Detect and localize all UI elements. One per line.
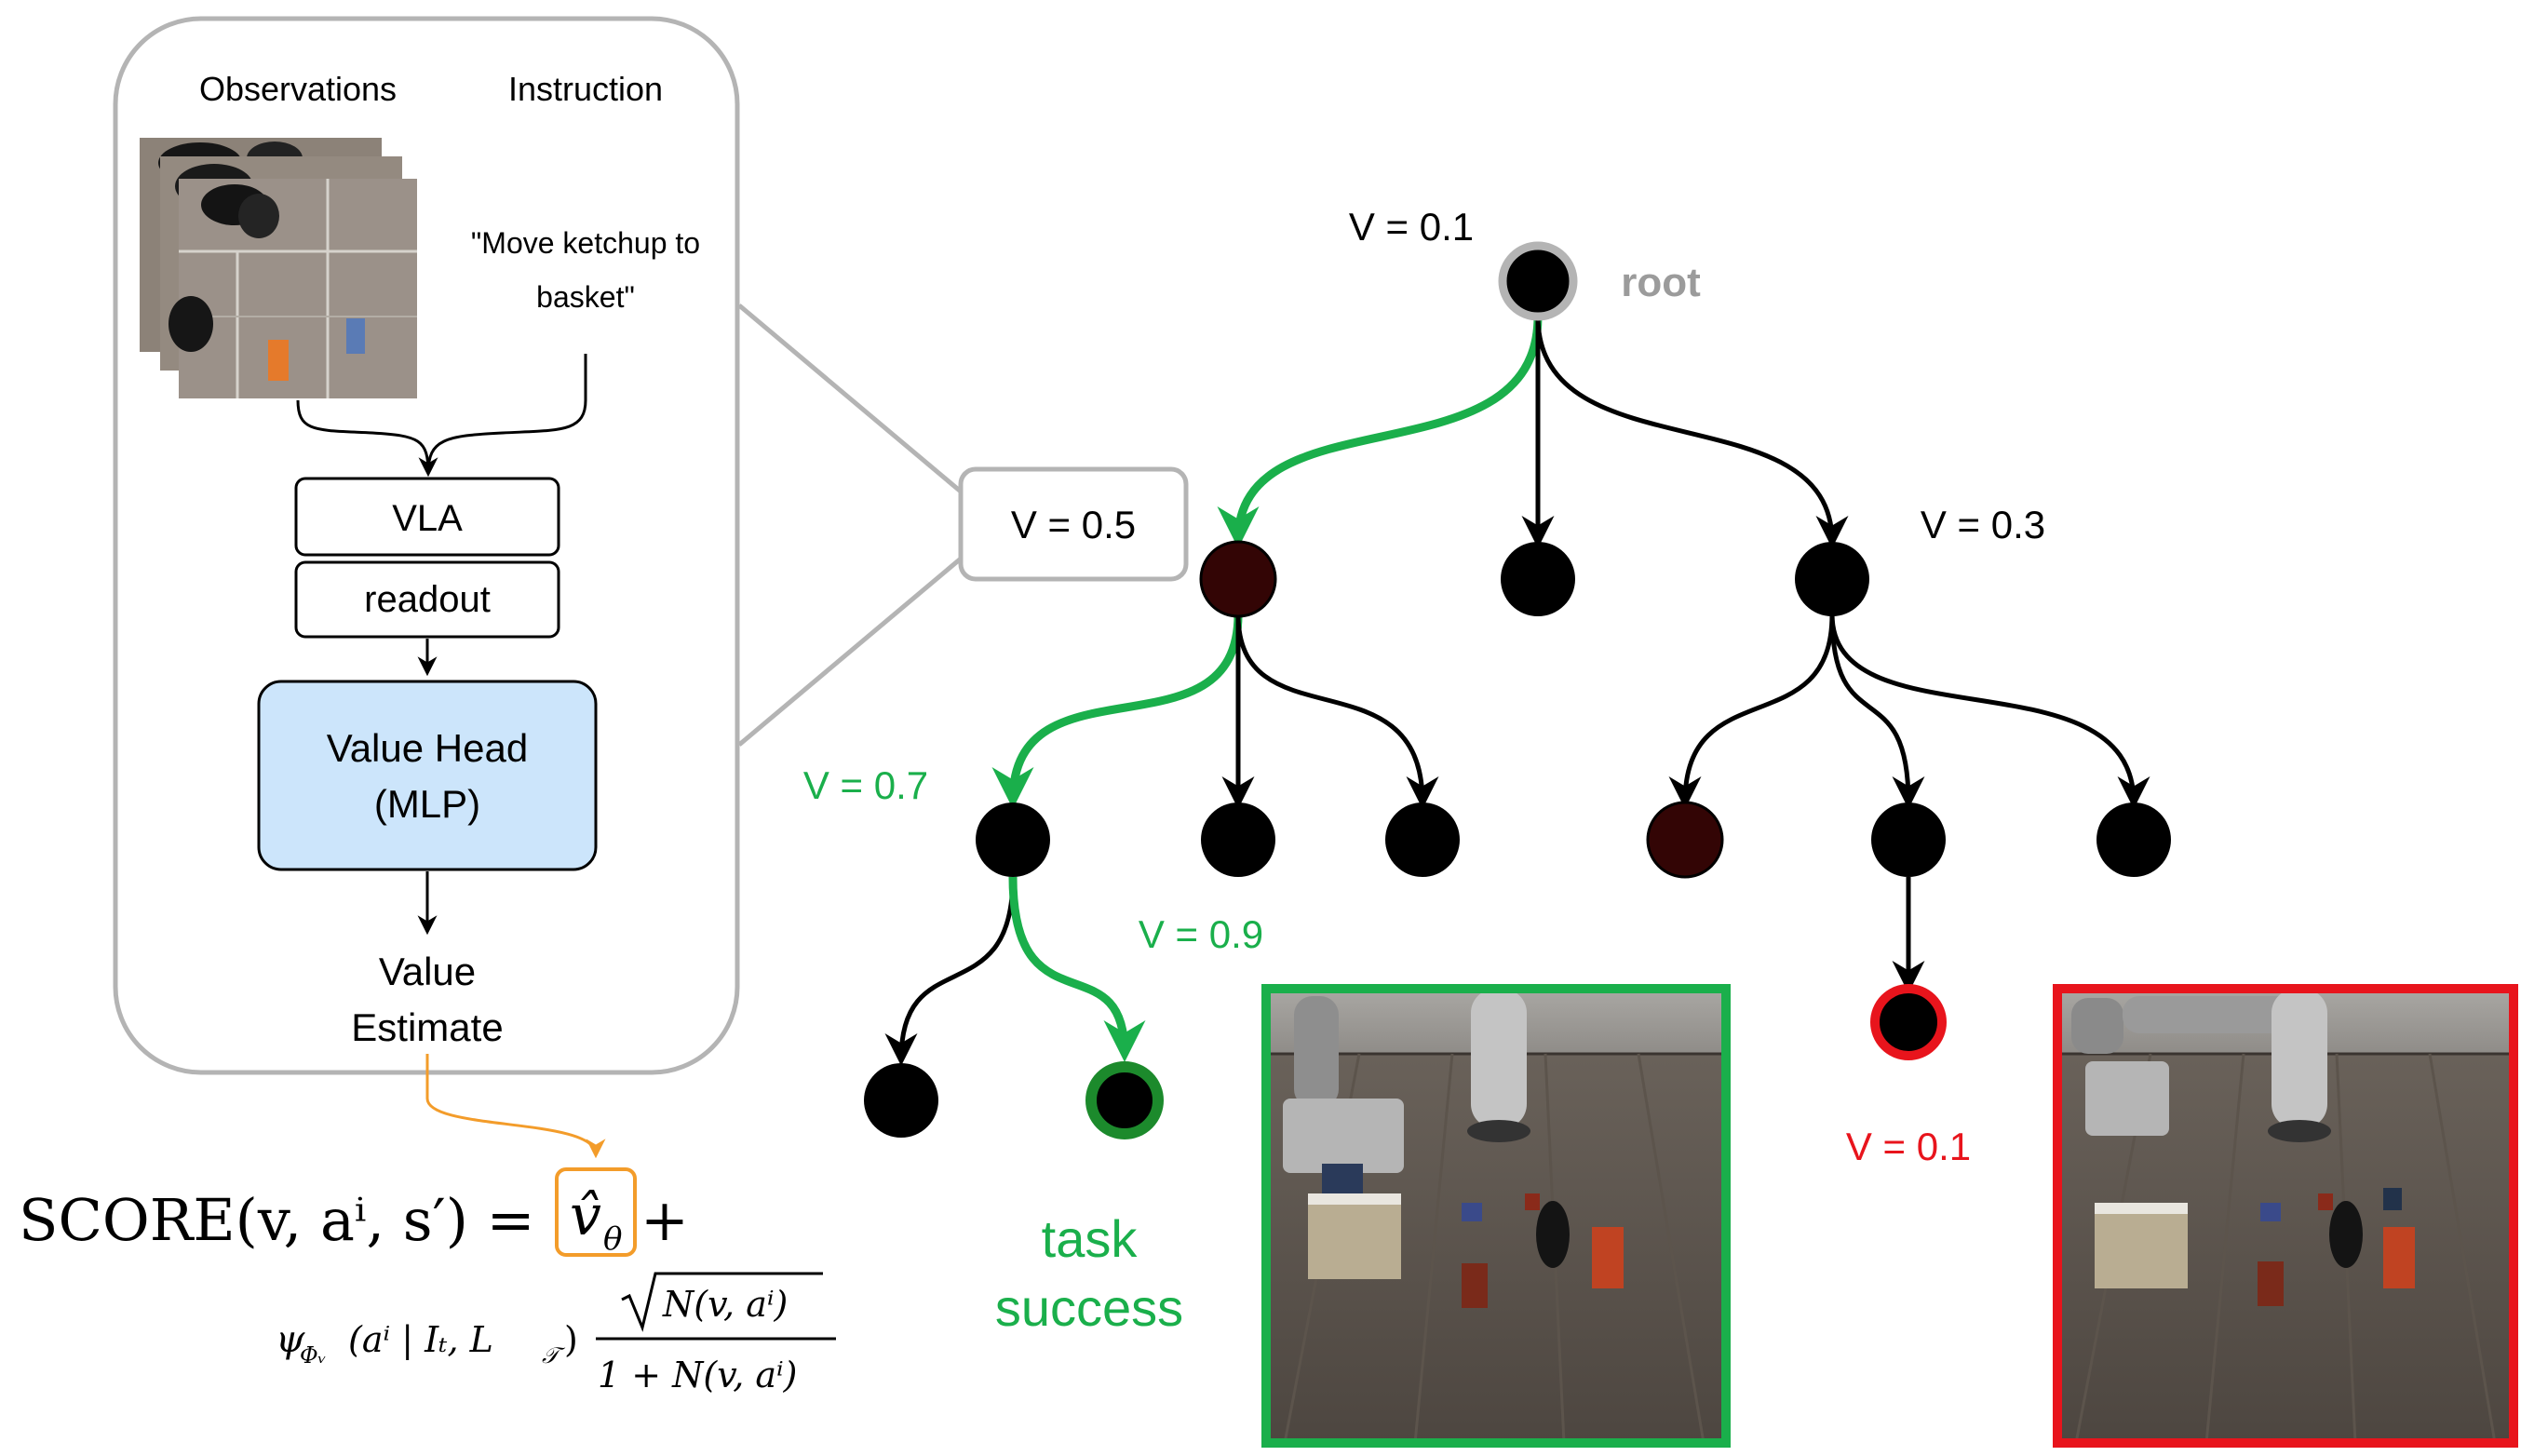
edge-root-to-right — [1535, 316, 1849, 548]
fraction-denominator: 1 + N(v, aⁱ) — [598, 1355, 798, 1395]
edge-green-child-to-success-leaf — [1008, 876, 1146, 1062]
edge-right-to-mid-child — [1829, 613, 1925, 809]
left-mid-child-node — [1201, 802, 1275, 877]
edge-left-to-green-child — [991, 613, 1243, 809]
root-value-label: V = 0.1 — [1349, 205, 1474, 249]
edge-left-to-right-child — [1235, 613, 1439, 809]
root-node — [1498, 241, 1578, 321]
task-success-label-line1: task — [1042, 1209, 1139, 1268]
value-head-box — [257, 680, 598, 871]
callout-box — [958, 466, 1189, 582]
vla-label: VLA — [392, 498, 463, 539]
callout-line-bottom — [737, 557, 963, 747]
left-node — [1199, 540, 1277, 618]
vhat-symbol: v̂ — [570, 1183, 601, 1248]
left-right-child-node — [1385, 802, 1460, 877]
formula-plus: + — [640, 1186, 689, 1254]
right-node — [1795, 542, 1869, 616]
psi-symbol: ψ — [276, 1318, 305, 1361]
psi-args: (aⁱ | Iₜ, L — [348, 1319, 493, 1360]
value-estimate-to-formula-arrow — [425, 1054, 606, 1159]
observations-to-vla-connector — [296, 399, 438, 478]
instruction-to-vla-connector — [426, 354, 587, 474]
edge-root-to-left-green — [1217, 316, 1543, 548]
readout-label: readout — [364, 579, 491, 620]
root-label: root — [1621, 260, 1701, 305]
score-formula-lhs: SCORE(v, aⁱ, s′) = — [19, 1186, 535, 1254]
right-dark-child-node — [1646, 801, 1724, 879]
green-node-value-label: V = 0.7 — [803, 763, 928, 807]
edge-right-to-dark-child — [1668, 613, 1835, 809]
failure-leaf-value-label: V = 0.1 — [1846, 1125, 1971, 1168]
callout-value-label: V = 0.5 — [1011, 503, 1136, 546]
readout-box — [294, 560, 560, 639]
failure-leaf-node — [1870, 984, 1947, 1060]
psi-subscript: Φᵥ — [300, 1342, 327, 1368]
observation-frame-front — [169, 179, 417, 398]
green-path-node — [976, 802, 1050, 877]
value-estimate-label-line1: Value — [379, 950, 476, 993]
psi-args-close: ) — [564, 1319, 578, 1360]
success-leaf-node — [1085, 1061, 1164, 1139]
middle-node — [1501, 542, 1575, 616]
vla-box — [294, 477, 560, 557]
value-estimate-label-line2: Estimate — [351, 1005, 503, 1049]
vhat-subscript: θ — [603, 1220, 622, 1258]
success-scene-image — [1261, 984, 1731, 1448]
exploration-term: ψ Φᵥ (aⁱ | Iₜ, L 𝒯 ) N(v, aⁱ) 1 + N(v, a… — [276, 1272, 836, 1395]
failure-scene-image — [2053, 984, 2518, 1448]
instruction-text-line1: "Move ketchup to — [471, 226, 700, 260]
task-success-label-line2: success — [995, 1278, 1183, 1337]
observations-label: Observations — [199, 70, 397, 108]
right-node-value-label: V = 0.3 — [1921, 503, 2045, 546]
instruction-label: Instruction — [508, 70, 663, 108]
right-far-child-node — [2096, 802, 2171, 877]
left-leaf-node — [864, 1063, 938, 1138]
edge-green-child-to-left-leaf — [884, 876, 1016, 1066]
callout-line-top — [737, 303, 963, 493]
instruction-text-line2: basket" — [536, 280, 635, 314]
right-mid-child-node — [1871, 802, 1946, 877]
observation-frames — [140, 138, 417, 398]
edge-right-to-far-child — [1829, 613, 2150, 809]
value-head-label-line2: (MLP) — [374, 782, 480, 826]
psi-args-subscript: 𝒯 — [542, 1342, 566, 1368]
sqrt-sign — [621, 1272, 823, 1332]
fraction-numerator: N(v, aⁱ) — [662, 1284, 788, 1325]
value-head-label-line1: Value Head — [327, 726, 528, 770]
success-leaf-value-label: V = 0.9 — [1139, 912, 1263, 956]
vhat-highlight-box — [555, 1167, 637, 1257]
